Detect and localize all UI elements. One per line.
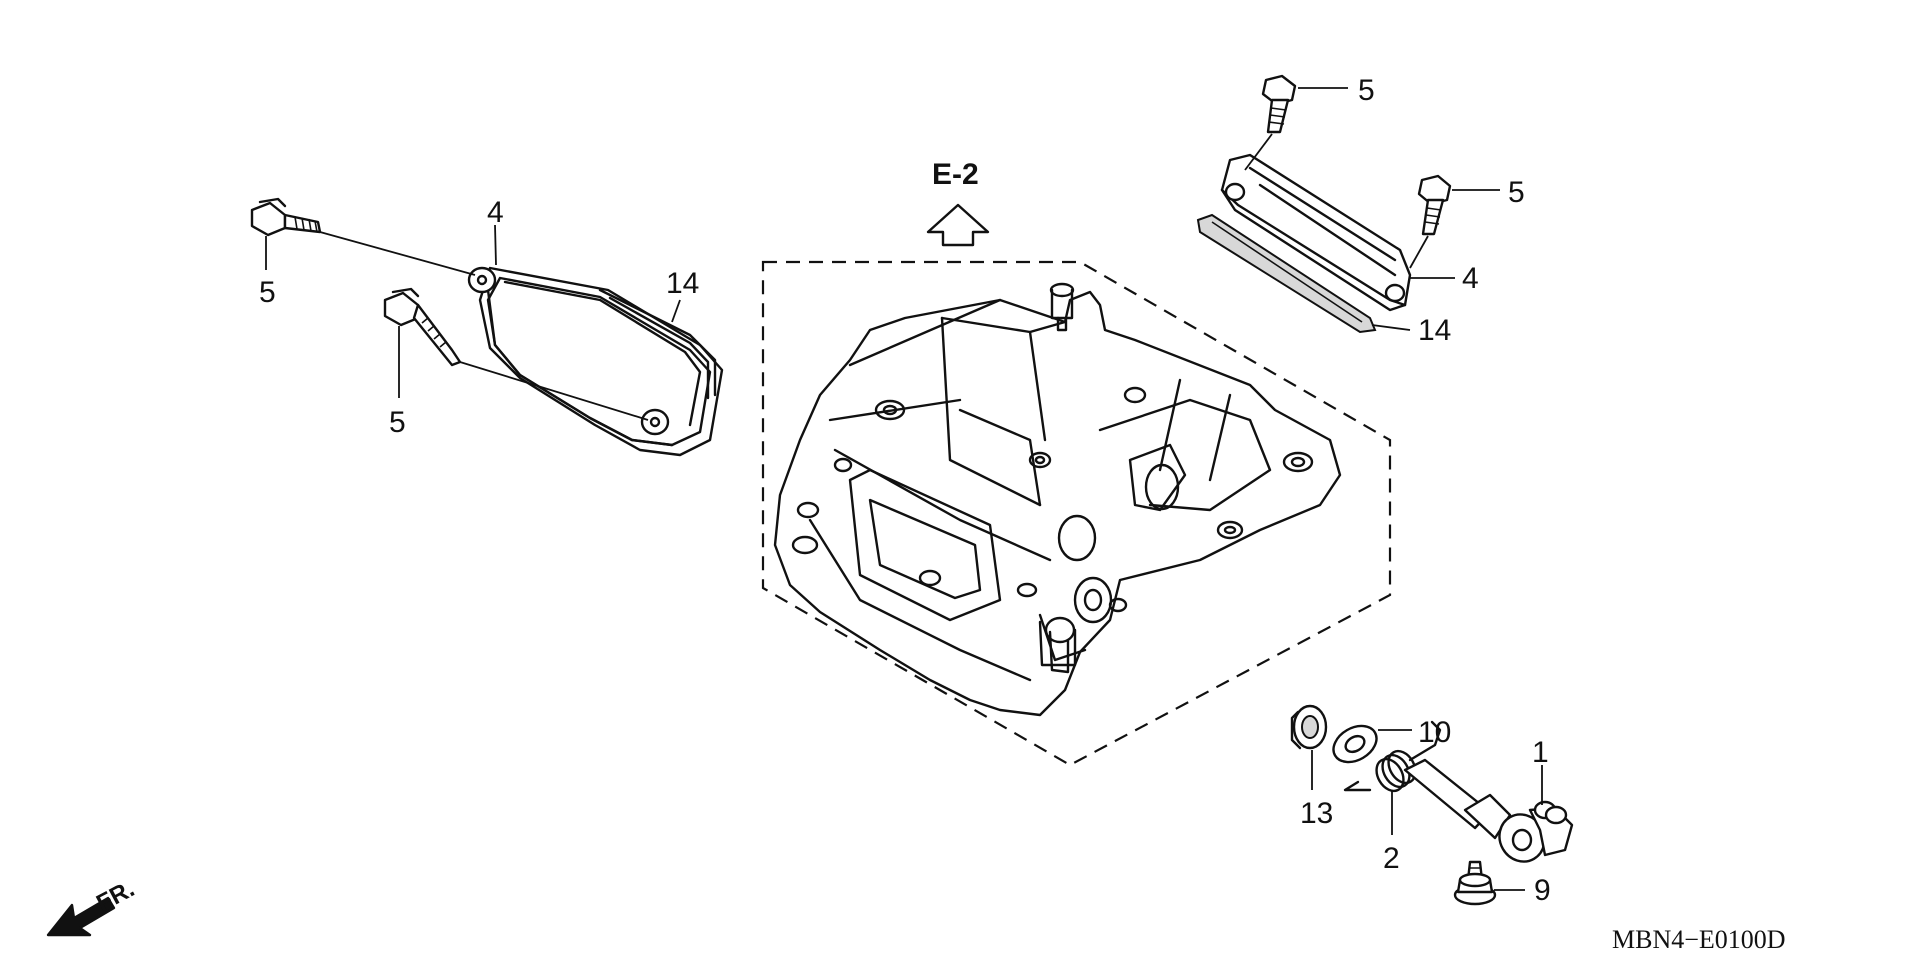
right-head-cover[interactable] [1220,153,1412,312]
head-assembly-outline [761,260,1392,767]
reference-label[interactable]: E-2 [932,158,979,191]
callout-13[interactable]: 13 [1300,797,1333,830]
front-arrow-icon [46,896,116,937]
right-gasket[interactable] [1196,213,1377,334]
callout-9[interactable]: 9 [1534,874,1551,907]
callout-10[interactable]: 10 [1418,716,1451,749]
diagram-code: MBN4−E0100D [1612,925,1786,954]
callout-1[interactable]: 1 [1532,736,1549,769]
left-gasket[interactable] [598,288,717,400]
callout-5-left-upper[interactable]: 5 [259,276,276,309]
callout-2[interactable]: 2 [1383,842,1400,875]
cylinder-head[interactable] [773,282,1342,717]
oil-seal[interactable] [1290,704,1328,750]
up-arrow-icon [926,203,990,247]
callout-4-right[interactable]: 4 [1462,262,1479,295]
callout-5-right-middle[interactable]: 5 [1508,176,1525,209]
bolt-right-middle[interactable] [1417,174,1452,236]
left-head-cover[interactable] [467,266,724,457]
bolt-right-top[interactable] [1261,74,1297,134]
bolt-left-lower[interactable] [383,287,462,367]
callout-4-left[interactable]: 4 [487,196,504,229]
callout-5-left-lower[interactable]: 5 [389,406,406,439]
callout-14-left[interactable]: 14 [666,267,699,300]
callout-14-right[interactable]: 14 [1418,314,1451,347]
bolt-lower[interactable] [1453,860,1497,906]
washer[interactable] [1327,719,1383,770]
bolt-left-upper[interactable] [250,197,322,237]
callout-5-right-top[interactable]: 5 [1358,74,1375,107]
return-spring[interactable] [1343,720,1442,796]
decompressor-shaft[interactable] [1403,758,1574,870]
